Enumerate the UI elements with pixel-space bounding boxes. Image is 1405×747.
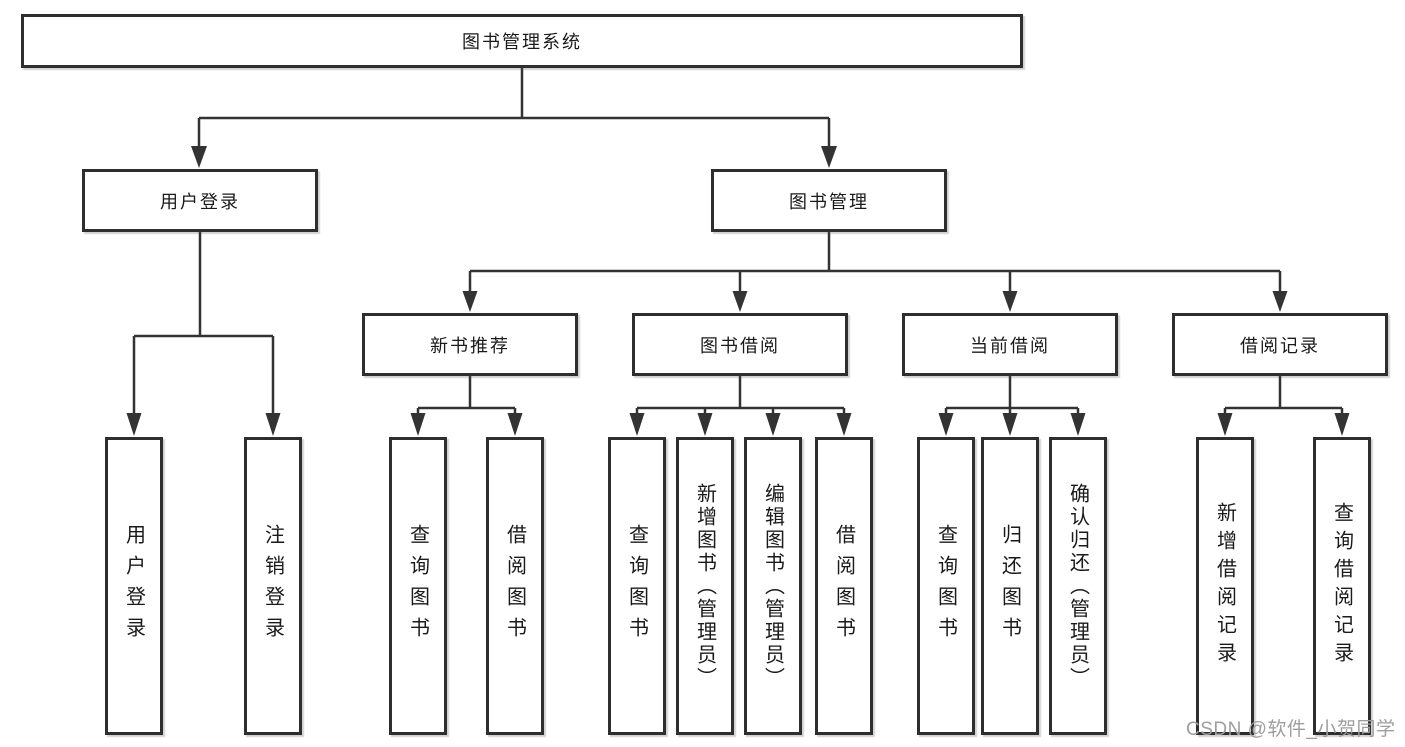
leaf-borrow-books-recommend-label: 借阅图书 <box>503 524 526 648</box>
leaf-query-books-borrow-label: 查询图书 <box>625 524 648 648</box>
arrowheads-groups <box>462 291 1288 312</box>
leaf-query-borrow-record-label: 查询借阅记录 <box>1330 502 1353 670</box>
node-book-management-branch: 图书管理 <box>711 169 947 232</box>
arrowheads-level2 <box>191 146 837 168</box>
leaf-query-books-current: 查询图书 <box>917 437 975 735</box>
node-current-borrowing: 当前借阅 <box>902 313 1118 376</box>
connector-current-borrow-branch <box>944 376 1080 414</box>
leaf-return-books-label: 归还图书 <box>998 524 1021 648</box>
leaf-confirm-return-admin-label: 确认归还（管理员） <box>1066 482 1089 690</box>
leaf-user-login-label: 用户登录 <box>122 524 145 648</box>
leaf-borrow-books-recommend: 借阅图书 <box>486 437 544 735</box>
leaf-add-books-admin: 新增图书（管理员） <box>676 437 734 735</box>
csdn-watermark: CSDN @软件_小贺同学 <box>1186 719 1396 740</box>
connector-root-to-level2 <box>197 68 831 147</box>
leaf-query-books-borrow: 查询图书 <box>608 437 666 735</box>
node-borrowing-records-label: 借阅记录 <box>1240 335 1320 356</box>
leaf-logout-label: 注销登录 <box>261 524 284 648</box>
node-book-borrowing: 图书借阅 <box>632 313 848 376</box>
node-root-system-label: 图书管理系统 <box>462 32 582 52</box>
leaf-query-borrow-record: 查询借阅记录 <box>1313 437 1371 735</box>
node-user-login-branch: 用户登录 <box>82 169 318 232</box>
node-book-management-branch-label: 图书管理 <box>789 191 869 212</box>
node-user-login-branch-label: 用户登录 <box>160 191 240 212</box>
leaf-add-borrow-record: 新增借阅记录 <box>1196 437 1254 735</box>
node-borrowing-records: 借阅记录 <box>1172 313 1388 376</box>
node-root-system: 图书管理系统 <box>21 14 1023 68</box>
leaf-user-login: 用户登录 <box>105 437 163 735</box>
connector-new-books-branch <box>416 376 517 414</box>
node-new-book-recommend-label: 新书推荐 <box>430 335 510 356</box>
leaf-return-books: 归还图书 <box>981 437 1039 735</box>
connector-book-borrow-branch <box>635 376 846 414</box>
node-new-book-recommend: 新书推荐 <box>362 313 578 376</box>
leaf-add-borrow-record-label: 新增借阅记录 <box>1213 502 1236 670</box>
leaf-borrow-books: 借阅图书 <box>815 437 873 735</box>
leaf-query-books-recommend: 查询图书 <box>389 437 447 735</box>
arrowheads-book-borrow-branch <box>629 413 852 436</box>
leaf-confirm-return-admin: 确认归还（管理员） <box>1049 437 1107 735</box>
arrowheads-user-login-branch <box>126 413 281 436</box>
leaf-logout: 注销登录 <box>244 437 302 735</box>
connector-user-login-branch <box>132 232 275 414</box>
connector-borrow-records-branch <box>1223 376 1344 414</box>
leaf-edit-books-admin: 编辑图书（管理员） <box>744 437 802 735</box>
arrowheads-borrow-records-branch <box>1217 413 1350 436</box>
leaf-query-books-recommend-label: 查询图书 <box>406 524 429 648</box>
connector-book-mgmt-to-groups <box>468 232 1282 292</box>
arrowheads-current-borrow-branch <box>938 413 1086 436</box>
leaf-borrow-books-label: 借阅图书 <box>832 524 855 648</box>
node-current-borrowing-label: 当前借阅 <box>970 335 1050 356</box>
leaf-query-books-current-label: 查询图书 <box>934 524 957 648</box>
arrowheads-new-books-branch <box>410 413 523 436</box>
node-book-borrowing-label: 图书借阅 <box>700 335 780 356</box>
leaf-edit-books-admin-label: 编辑图书（管理员） <box>761 482 784 690</box>
leaf-add-books-admin-label: 新增图书（管理员） <box>693 482 716 690</box>
